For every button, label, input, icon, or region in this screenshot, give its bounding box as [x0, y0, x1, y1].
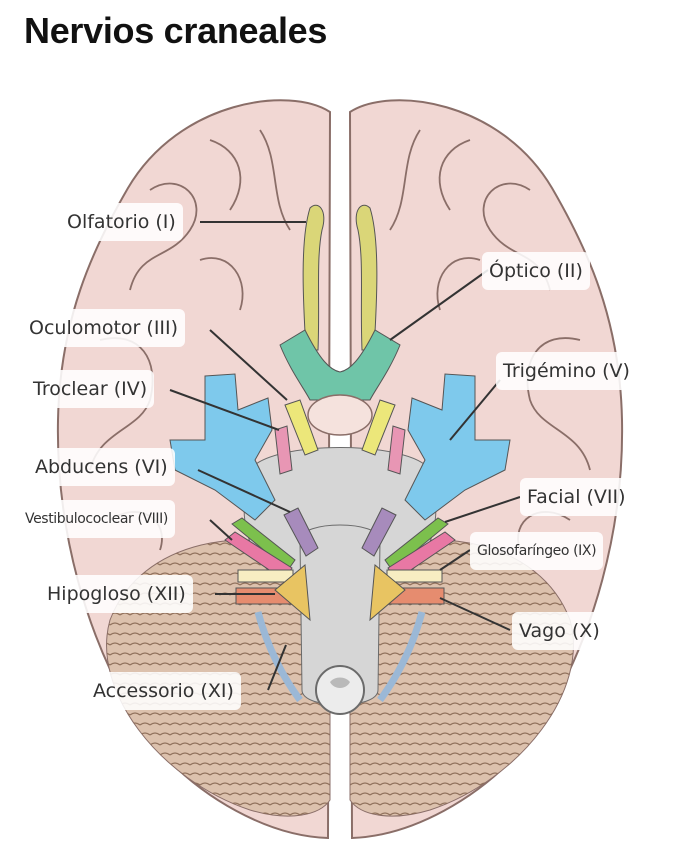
trigeminal-left	[169, 373, 276, 521]
label-accessorio: Accessorio (XI)	[86, 672, 241, 710]
hypoglossal-right	[369, 564, 406, 622]
label-glosofaringeo: Glosofaríngeo (IX)	[470, 532, 604, 570]
leader-lines	[169, 221, 521, 691]
vestibulocochlear-left	[224, 531, 293, 581]
label-troclear: Troclear (IV)	[26, 370, 155, 408]
abducens-right	[361, 507, 397, 557]
pituitary	[307, 394, 373, 436]
label-facial: Facial (VII)	[520, 478, 633, 516]
trigeminal-right	[404, 373, 511, 521]
label-olfatorio: Olfatorio (I)	[60, 203, 183, 241]
label-oculomotor: Oculomotor (III)	[22, 309, 186, 347]
label-trigemino: Trigémino (V)	[496, 352, 637, 390]
page-title: Nervios craneales	[24, 10, 328, 51]
label-optico: Óptico (II)	[482, 252, 590, 290]
label-vestibulococlear: Vestibulococlear (VIII)	[18, 500, 175, 538]
trochlear-right	[387, 425, 406, 475]
label-abducens: Abducens (VI)	[28, 448, 175, 486]
accessory-right	[377, 611, 426, 703]
trochlear-left	[274, 425, 293, 475]
oculomotor-right	[361, 399, 396, 456]
abducens-left	[283, 507, 319, 557]
vestibulocochlear-right	[387, 531, 456, 581]
olfactory-left	[302, 204, 325, 351]
glossopharyngeal-left	[237, 569, 294, 583]
accessory-left	[254, 611, 303, 703]
olfactory-right	[355, 204, 378, 351]
spinal-cord	[315, 665, 365, 715]
hypoglossal-left	[274, 564, 311, 622]
oculomotor-left	[284, 399, 319, 456]
label-vago: Vago (X)	[512, 612, 607, 650]
optic-chiasm	[279, 329, 401, 401]
glossopharyngeal-right	[386, 569, 443, 583]
medulla	[299, 524, 381, 706]
spinal-gray	[330, 677, 350, 688]
label-hipogloso: Hipogloso (XII)	[40, 575, 193, 613]
